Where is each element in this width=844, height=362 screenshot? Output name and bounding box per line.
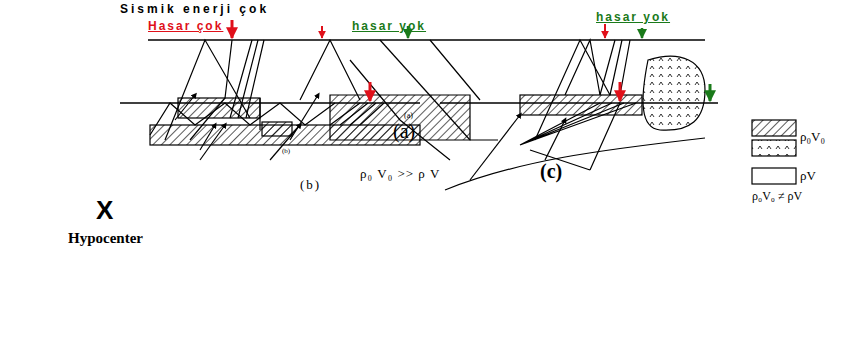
panel-label: (c) <box>540 160 562 182</box>
panel-label: (b) <box>282 148 290 156</box>
impedance-note: ρ₀V₀ ≠ ρV <box>752 190 802 203</box>
panel-label: (a) <box>404 112 413 121</box>
legend-text: ρV <box>800 169 816 183</box>
heading-note: Sismik enerji çok <box>120 3 269 16</box>
damage-label: hasar yok <box>596 11 670 24</box>
legend-text: ρ₀V₀ <box>800 130 825 144</box>
panel-label: (b) <box>300 178 321 192</box>
panel-label: (a) <box>393 120 415 142</box>
hypocenter-label: Hypocenter <box>68 230 143 247</box>
hypocenter-mark: X <box>96 196 113 225</box>
damage-label: hasar yok <box>352 20 426 33</box>
damage-label: Hasar çok <box>148 20 223 33</box>
impedance-note: ρ₀ V₀ >> ρ V <box>360 167 440 181</box>
